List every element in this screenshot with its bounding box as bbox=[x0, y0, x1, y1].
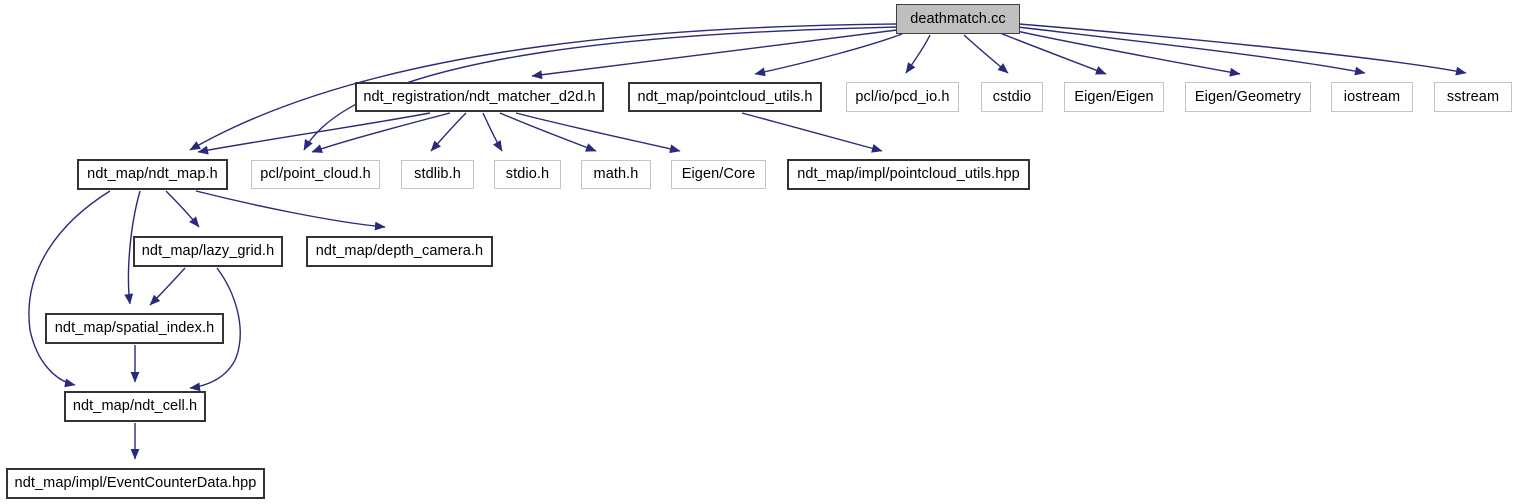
graph-edge bbox=[482, 112, 503, 152]
graph-edge bbox=[741, 112, 883, 153]
graph-node-label: Eigen/Core bbox=[681, 166, 756, 183]
graph-node-label: stdio.h bbox=[505, 166, 550, 183]
graph-edge bbox=[430, 112, 467, 152]
graph-edge bbox=[1011, 29, 1241, 77]
graph-edge bbox=[189, 23, 898, 151]
graph-edge bbox=[197, 112, 431, 155]
graph-edge bbox=[905, 34, 931, 74]
graph-node-eigen_geometry[interactable]: Eigen/Geometry bbox=[1185, 82, 1311, 112]
graph-node-label: pcl/io/pcd_io.h bbox=[855, 88, 950, 105]
graph-node-spatial_index[interactable]: ndt_map/spatial_index.h bbox=[45, 313, 224, 344]
graph-edge bbox=[1018, 23, 1467, 76]
graph-node-label: stdlib.h bbox=[414, 166, 461, 183]
graph-node-deathmatch: deathmatch.cc bbox=[896, 4, 1020, 34]
graph-node-impl_pc_utils[interactable]: ndt_map/impl/pointcloud_utils.hpp bbox=[787, 159, 1030, 190]
graph-node-label: ndt_registration/ndt_matcher_d2d.h bbox=[363, 88, 596, 105]
graph-edge bbox=[531, 29, 898, 80]
graph-node-label: ndt_map/ndt_cell.h bbox=[72, 398, 198, 415]
graph-node-ndt_cell[interactable]: ndt_map/ndt_cell.h bbox=[64, 391, 206, 422]
graph-edge bbox=[754, 33, 903, 77]
graph-node-stdio[interactable]: stdio.h bbox=[494, 160, 561, 189]
graph-edge bbox=[165, 190, 200, 228]
graph-node-iostream[interactable]: iostream bbox=[1331, 82, 1413, 112]
graph-edge bbox=[124, 190, 141, 305]
graph-node-pointcloud_utils[interactable]: ndt_map/pointcloud_utils.h bbox=[628, 82, 822, 112]
graph-edge bbox=[1017, 26, 1366, 76]
graph-node-label: ndt_map/pointcloud_utils.h bbox=[637, 88, 813, 105]
graph-node-label: Eigen/Geometry bbox=[1194, 88, 1302, 105]
graph-node-depth_camera[interactable]: ndt_map/depth_camera.h bbox=[306, 236, 493, 267]
graph-node-eigen_core[interactable]: Eigen/Core bbox=[671, 160, 766, 189]
graph-node-label: math.h bbox=[593, 166, 639, 183]
graph-edge bbox=[28, 190, 111, 388]
graph-edge bbox=[149, 267, 186, 306]
graph-node-matcher_d2d[interactable]: ndt_registration/ndt_matcher_d2d.h bbox=[355, 82, 604, 112]
graph-node-label: ndt_map/spatial_index.h bbox=[54, 320, 215, 337]
graph-edge bbox=[515, 112, 681, 154]
graph-node-eigen_eigen[interactable]: Eigen/Eigen bbox=[1064, 82, 1164, 112]
graph-node-label: pcl/point_cloud.h bbox=[260, 166, 371, 183]
graph-node-lazy_grid[interactable]: ndt_map/lazy_grid.h bbox=[133, 236, 283, 267]
graph-node-stdlib[interactable]: stdlib.h bbox=[401, 160, 474, 189]
graph-node-label: ndt_map/impl/EventCounterData.hpp bbox=[14, 475, 257, 492]
graph-node-ndt_map[interactable]: ndt_map/ndt_map.h bbox=[77, 159, 228, 190]
graph-node-pcd_io[interactable]: pcl/io/pcd_io.h bbox=[846, 82, 959, 112]
graph-edge bbox=[999, 32, 1107, 75]
graph-node-label: Eigen/Eigen bbox=[1074, 88, 1154, 105]
graph-node-label: cstdio bbox=[992, 88, 1032, 105]
graph-node-event_counter[interactable]: ndt_map/impl/EventCounterData.hpp bbox=[6, 468, 265, 499]
graph-edge bbox=[303, 26, 898, 151]
graph-node-label: iostream bbox=[1343, 88, 1401, 105]
graph-node-label: ndt_map/ndt_map.h bbox=[87, 166, 218, 183]
graph-node-label: ndt_map/impl/pointcloud_utils.hpp bbox=[797, 166, 1020, 183]
graph-node-mathh[interactable]: math.h bbox=[581, 160, 651, 189]
graph-node-label: ndt_map/lazy_grid.h bbox=[141, 243, 275, 260]
graph-node-label: deathmatch.cc bbox=[910, 10, 1006, 27]
graph-node-cstdio[interactable]: cstdio bbox=[981, 82, 1043, 112]
graph-node-label: ndt_map/depth_camera.h bbox=[315, 243, 484, 260]
graph-node-label: sstream bbox=[1446, 88, 1500, 105]
graph-node-point_cloud[interactable]: pcl/point_cloud.h bbox=[251, 160, 380, 189]
graph-node-sstream[interactable]: sstream bbox=[1434, 82, 1512, 112]
graph-edge bbox=[311, 112, 451, 153]
graph-edge bbox=[189, 267, 241, 392]
graph-edge bbox=[963, 34, 1009, 74]
graph-edge bbox=[499, 112, 597, 152]
graph-edge bbox=[195, 190, 386, 231]
